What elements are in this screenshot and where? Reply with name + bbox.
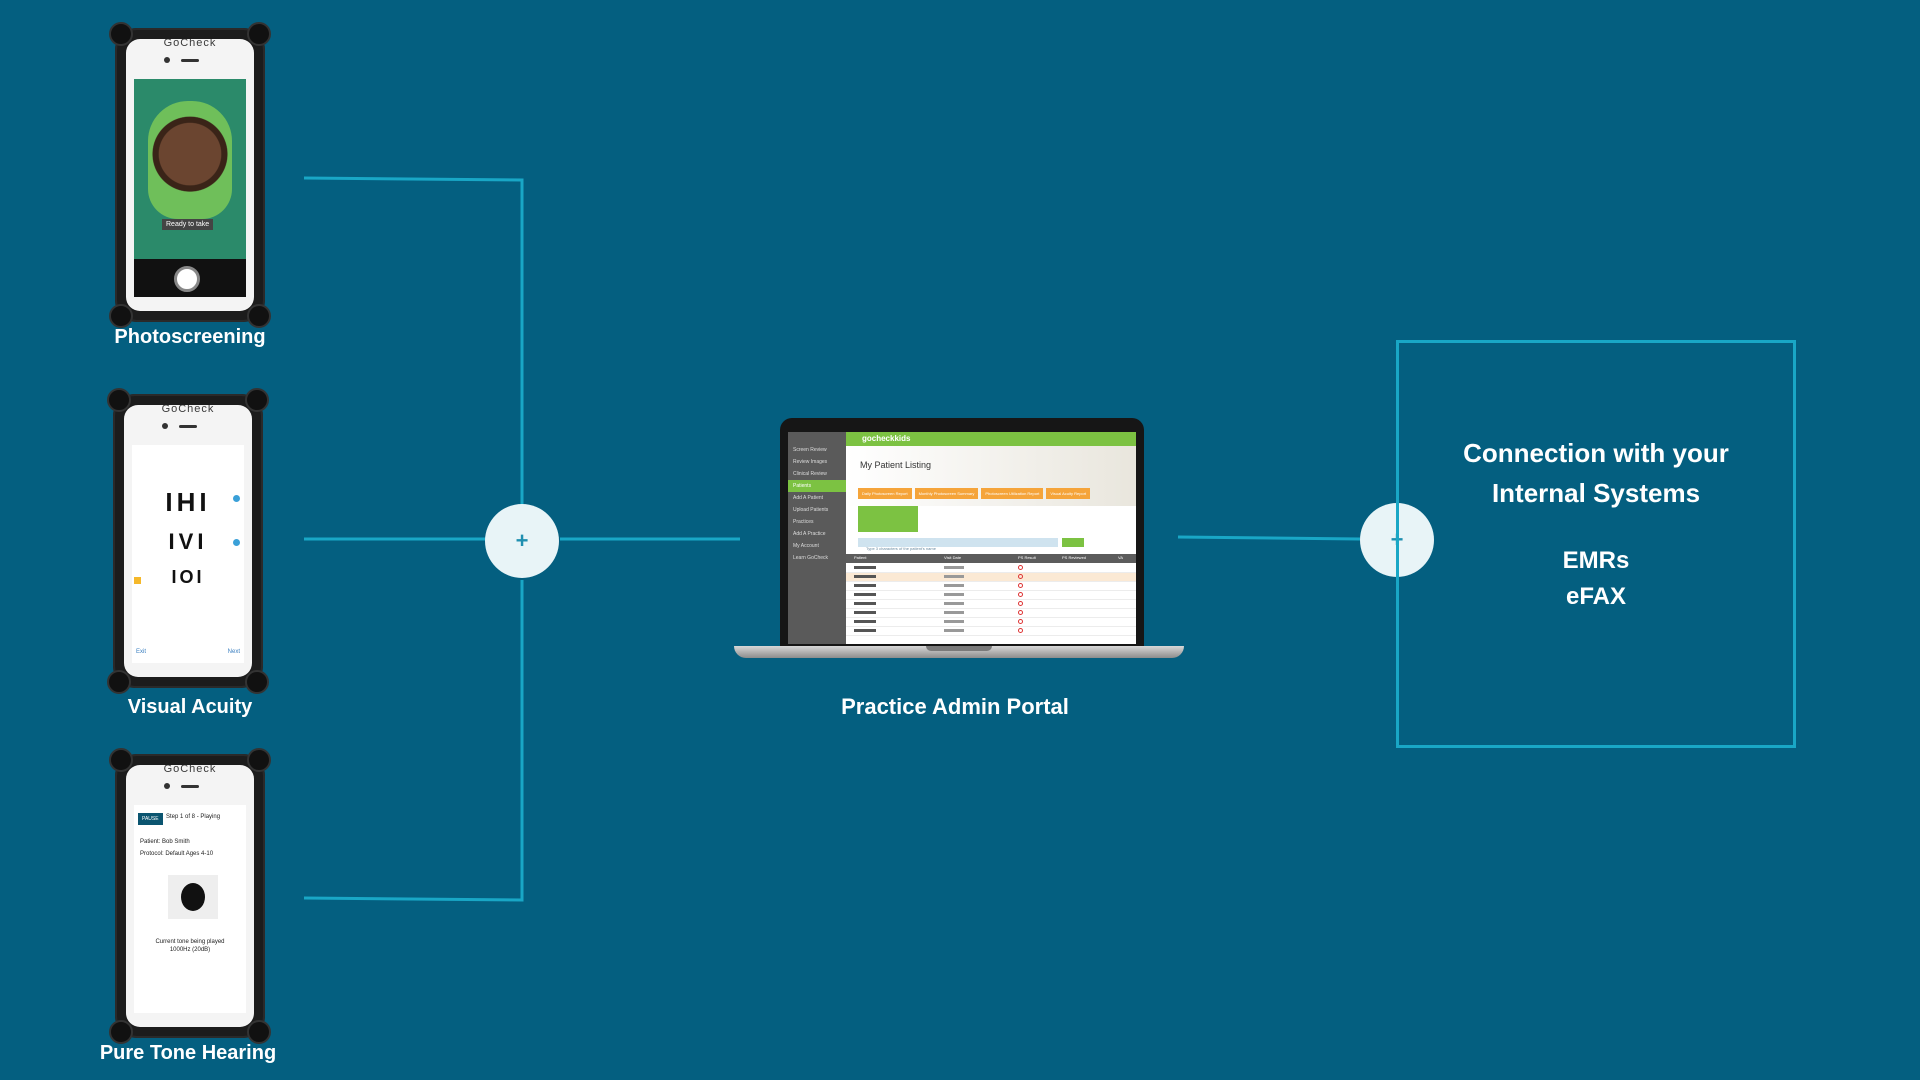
acuity-row-1: IHI xyxy=(165,487,211,517)
protocol-text: Protocol: Default Ages 4-10 xyxy=(140,851,214,857)
label-pure-tone-hearing: Pure Tone Hearing xyxy=(99,1042,277,1064)
table-row[interactable] xyxy=(846,600,1136,609)
search-button[interactable]: Search xyxy=(1062,538,1084,551)
laptop-notch xyxy=(926,646,992,651)
brand-text: GoCheck xyxy=(163,39,217,49)
internal-systems-list: EMRs eFAX xyxy=(1563,543,1630,615)
patient-text: Patient: Bob Smith xyxy=(140,839,190,845)
nav-item[interactable]: Review Images xyxy=(793,459,828,465)
laptop-base xyxy=(734,646,1184,658)
tone-value: 1000Hz (20dB) xyxy=(169,947,211,953)
child-photo xyxy=(148,101,232,219)
line-pure-tone-hearing xyxy=(303,580,524,902)
search-placeholder: Type 3 characters of the patient's name xyxy=(866,546,936,551)
brand-text: GoCheck xyxy=(161,405,215,415)
table-row[interactable] xyxy=(846,573,1136,582)
ready-caption: Ready to take xyxy=(162,219,214,230)
system-item-efax: eFAX xyxy=(1565,583,1627,610)
tone-caption: Current tone being played xyxy=(155,939,225,945)
nav-item[interactable]: Learn GoCheck xyxy=(793,555,829,561)
portal-brand: gocheckkids xyxy=(862,434,911,443)
label-photoscreening: Photoscreening xyxy=(114,326,266,348)
table-row[interactable] xyxy=(846,618,1136,627)
label-visual-acuity: Visual Acuity xyxy=(127,696,253,718)
portal-header: gocheckkids xyxy=(846,432,1136,446)
summary-panel xyxy=(858,506,918,532)
report-tabs: Daily Photoscreen Report Monthly Photosc… xyxy=(858,488,1091,499)
portal-screen: Screen Review Review Images Clinical Rev… xyxy=(788,432,1136,644)
step-text: Step 1 of 8 - Playing xyxy=(166,814,221,820)
acuity-row-2: IVI xyxy=(168,529,208,554)
col-ps-result: PS Result xyxy=(1018,555,1036,560)
table-row[interactable] xyxy=(846,564,1136,573)
internal-systems-box: Connection with your Internal Systems EM… xyxy=(1396,340,1796,748)
table-row[interactable] xyxy=(846,582,1136,591)
nav-item-active[interactable]: Patients xyxy=(788,480,846,492)
table-row[interactable] xyxy=(846,609,1136,618)
check-icon xyxy=(233,539,240,546)
nav-item[interactable]: Clinical Review xyxy=(793,471,827,477)
nav-item[interactable]: Add A Practice xyxy=(793,531,826,537)
label-practice-admin-portal: Practice Admin Portal xyxy=(841,694,1069,719)
search-button-label: Search xyxy=(1065,546,1078,551)
report-tab[interactable]: Monthly Photoscreen Summary xyxy=(914,488,979,499)
internal-systems-title: Connection with your Internal Systems xyxy=(1463,438,1729,508)
portal-page-title: My Patient Listing xyxy=(860,460,932,470)
photoscreening-phone: GoCheck Ready to take xyxy=(109,22,271,328)
nav-item[interactable]: Upload Patients xyxy=(793,507,829,513)
next-link[interactable]: Next xyxy=(227,649,240,655)
portal-sidebar: Screen Review Review Images Clinical Rev… xyxy=(788,432,846,644)
visual-acuity-phone: GoCheck IHI IVI IOI Exit Next xyxy=(107,388,269,694)
nav-item[interactable]: Practices xyxy=(793,519,814,525)
pause-button[interactable]: PAUSE xyxy=(138,813,163,825)
exit-link[interactable]: Exit xyxy=(136,649,147,655)
col-patient: Patient xyxy=(854,555,867,560)
check-icon xyxy=(233,495,240,502)
marker-icon xyxy=(134,577,141,584)
patient-table-header: Patient Visit Date PS Result PS Reviewed… xyxy=(846,554,1136,563)
report-tab[interactable]: Photoscreen Utilization Report xyxy=(981,488,1044,499)
acuity-row-3: IOI xyxy=(171,567,205,587)
table-row[interactable] xyxy=(846,627,1136,636)
system-item-emrs: EMRs xyxy=(1562,547,1630,574)
line-photoscreening xyxy=(303,176,524,505)
patient-search-input[interactable]: Type 3 characters of the patient's name xyxy=(858,538,1058,551)
brand-text: GoCheck xyxy=(163,765,217,775)
col-va: VA xyxy=(1118,555,1124,560)
shutter-button[interactable] xyxy=(174,266,200,292)
line-portal-to-node xyxy=(1177,535,1361,541)
plus-node-devices: + xyxy=(485,504,559,578)
col-ps-reviewed: PS Reviewed xyxy=(1062,555,1087,560)
report-tab[interactable]: Visual Acuity Report xyxy=(1046,488,1091,499)
pure-tone-hearing-phone: GoCheck PAUSE Step 1 of 8 - Playing Pati… xyxy=(109,748,271,1044)
col-visit-date: Visit Date xyxy=(944,555,962,560)
table-row[interactable] xyxy=(846,591,1136,600)
nav-item[interactable]: Add A Patient xyxy=(793,495,824,501)
nav-item[interactable]: Screen Review xyxy=(793,447,827,453)
nav-item[interactable]: My Account xyxy=(793,543,819,549)
report-tab[interactable]: Daily Photoscreen Report xyxy=(858,488,912,499)
headphones-icon xyxy=(168,875,218,919)
